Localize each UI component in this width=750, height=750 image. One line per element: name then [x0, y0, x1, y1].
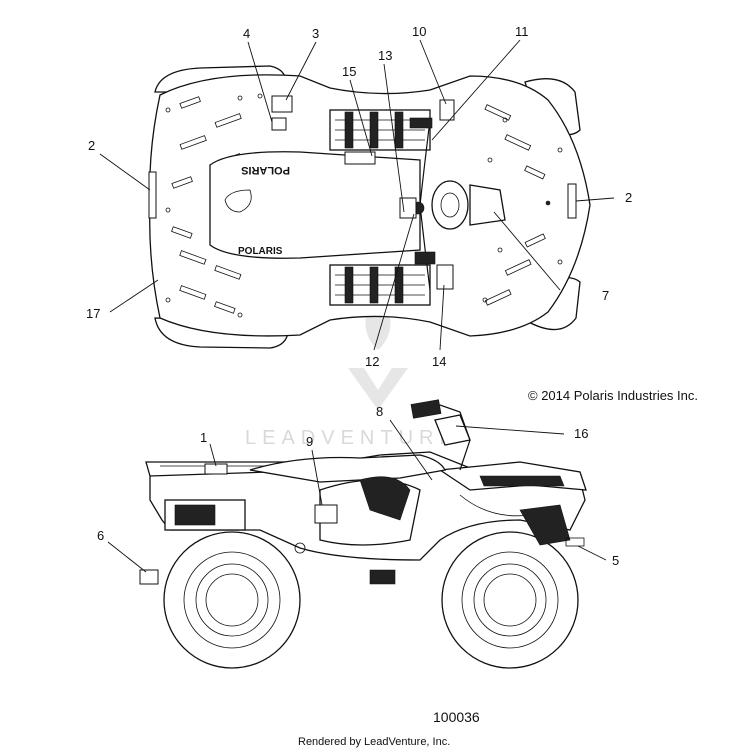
callout-6: 6	[97, 528, 104, 543]
callout-labels: 2 2 3 4 7 10 11 12 13 14 15 17 1 9 8 16 …	[86, 24, 632, 568]
decal-14	[436, 264, 454, 290]
callout-15: 15	[342, 64, 356, 79]
callout-8: 8	[376, 404, 383, 419]
footrest-left	[329, 109, 431, 151]
callout-5: 5	[612, 553, 619, 568]
callout-10: 10	[412, 24, 426, 39]
callout-13: 13	[378, 48, 392, 63]
rear-wheel	[163, 531, 301, 669]
decal-13	[399, 197, 417, 219]
fender-logo: POLARIS	[238, 246, 283, 257]
decal-9	[314, 504, 338, 524]
front-rack-slots	[484, 104, 546, 306]
decal-2-front	[567, 183, 577, 219]
callout-3: 3	[312, 26, 319, 41]
side-view-atv	[139, 399, 587, 669]
decal-2-rear	[148, 171, 157, 219]
copyright-text: © 2014 Polaris Industries Inc.	[528, 388, 698, 403]
rendered-by-text: Rendered by LeadVenture, Inc.	[298, 736, 450, 748]
decal-15	[344, 151, 376, 165]
callout-14: 14	[432, 354, 446, 369]
callout-9: 9	[306, 434, 313, 449]
decal-1	[204, 463, 228, 475]
callout-17: 17	[86, 306, 100, 321]
callout-11: 11	[515, 24, 529, 39]
callout-16: 16	[574, 426, 588, 441]
decal-3	[271, 95, 293, 113]
callout-12: 12	[365, 354, 379, 369]
front-wheel	[441, 531, 579, 669]
callout-1: 1	[200, 430, 207, 445]
top-view-atv: POLARIS POLARIS	[148, 65, 591, 349]
callout-2-front: 2	[625, 190, 632, 205]
watermark-text: LEADVENTURE	[245, 427, 459, 449]
callout-7: 7	[602, 288, 609, 303]
decal-4	[271, 117, 287, 131]
decal-6	[139, 569, 159, 585]
rear-rack-slots	[171, 96, 242, 314]
fasteners	[165, 93, 563, 318]
leader-lines	[99, 39, 615, 573]
footrest-right	[329, 264, 431, 306]
decal-10	[439, 99, 455, 121]
callout-4: 4	[243, 26, 250, 41]
document-number: 100036	[433, 709, 480, 725]
seat-logo: POLARIS	[241, 164, 290, 176]
callout-2-rear: 2	[88, 138, 95, 153]
